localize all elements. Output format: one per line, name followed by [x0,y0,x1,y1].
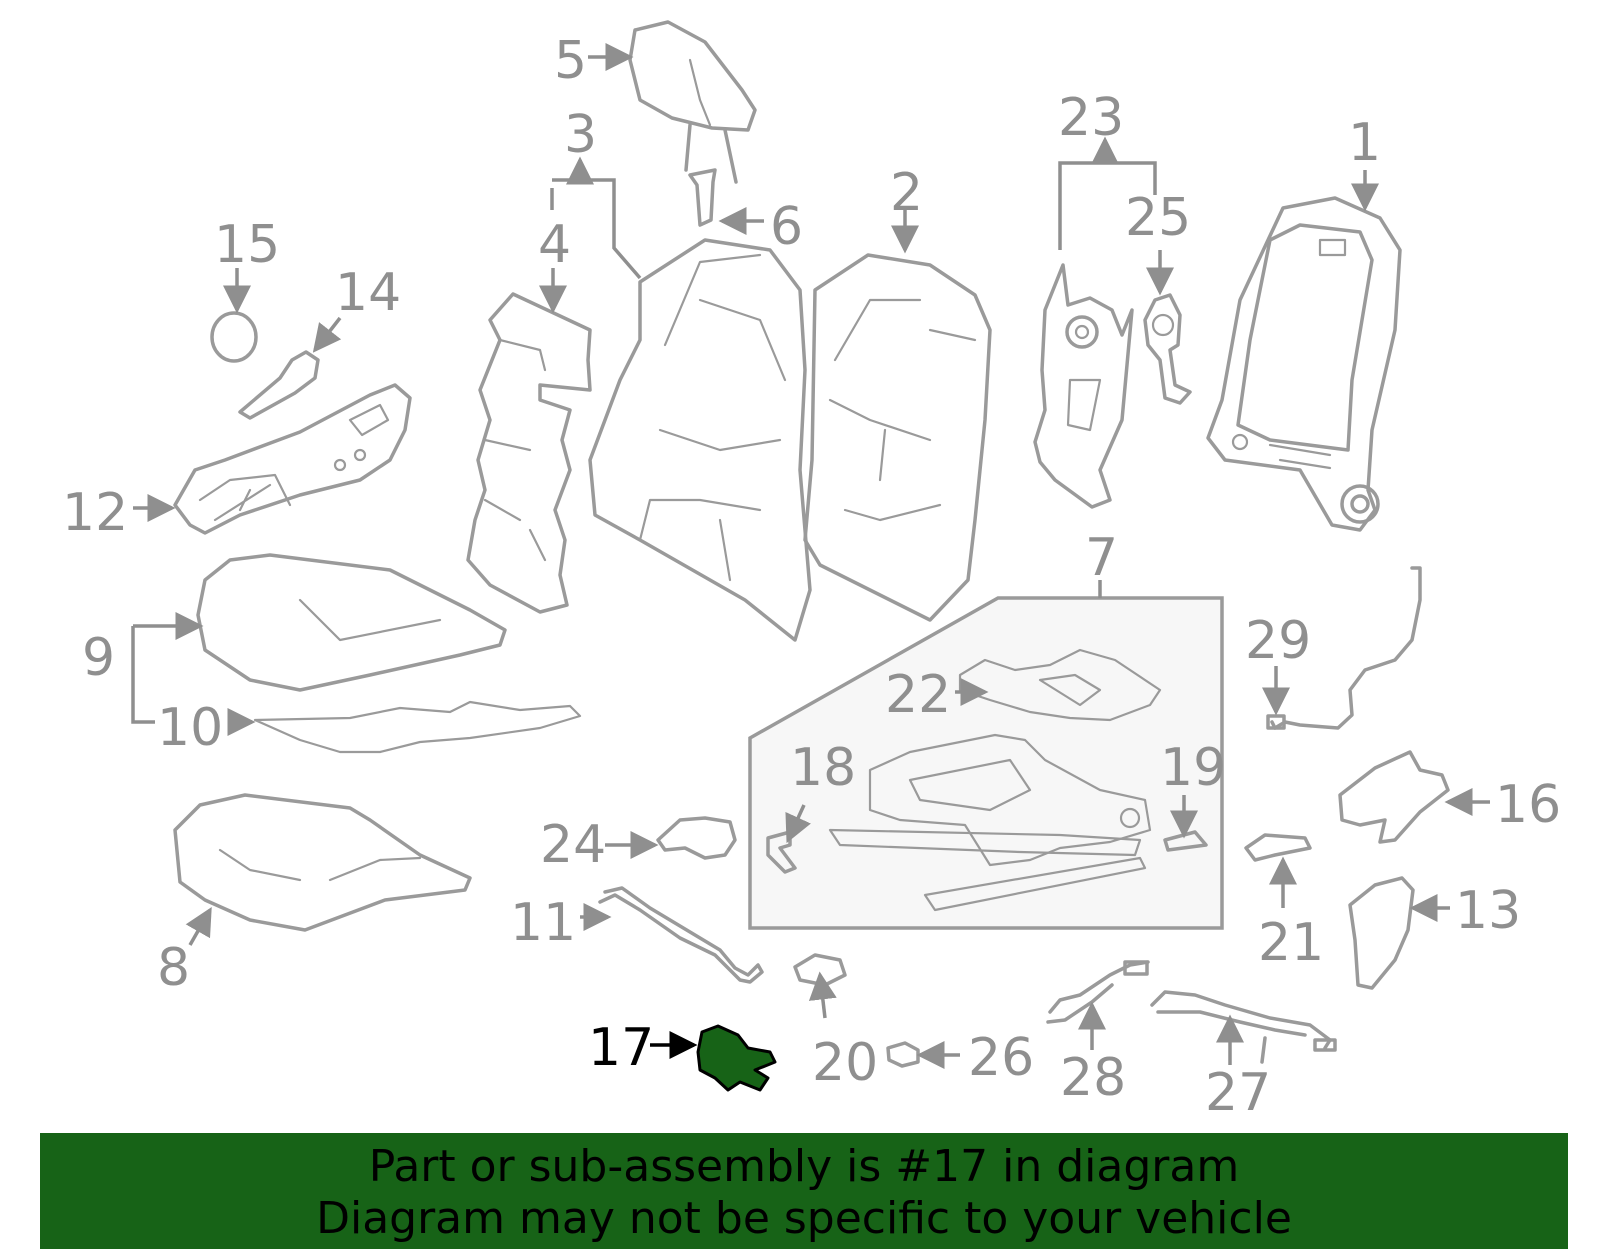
part-8-cushion-pad [173,793,472,932]
callout-16: 16 [1495,775,1561,835]
callout-28: 28 [1060,1048,1126,1108]
part-27-wire [1150,990,1332,1064]
part-4-seatback-frame-pad [466,292,592,614]
callout-1: 1 [1348,113,1381,173]
callout-20: 20 [812,1033,878,1093]
callout-18: 18 [790,738,856,798]
part-6-headrest-guide [688,168,717,227]
banner-line-1: Part or sub-assembly is #17 in diagram [368,1141,1240,1192]
part-15-cap [210,311,258,363]
leader-lines [131,43,1490,1069]
part-20-pad [793,953,847,987]
callout-19: 19 [1160,738,1226,798]
callout-23: 23 [1058,88,1124,148]
callout-29: 29 [1245,611,1311,671]
callout-13: 13 [1455,881,1521,941]
part-29-connector [1266,714,1286,730]
part-22-spring [958,648,1162,722]
part-3-seatback-cover [588,238,812,642]
part-11-wire [598,886,764,984]
part-12-side-shield [173,383,412,535]
seat-adjuster-frame [828,733,1152,912]
callout-10: 10 [157,698,223,758]
part-28-wire [1046,960,1150,1024]
callout-7: 7 [1085,528,1118,588]
callout-21: 21 [1258,913,1324,973]
callout-4: 4 [538,215,571,275]
callout-8: 8 [157,938,190,998]
part-17-highlighted [696,1024,777,1092]
part-2-seatback-pad [803,253,992,622]
callout-24: 24 [540,815,606,875]
part-16-cover [1338,750,1450,844]
info-banner: Part or sub-assembly is #17 in diagram D… [40,1133,1568,1249]
callout-17: 17 [588,1018,654,1078]
callout-15: 15 [214,215,280,275]
callout-3: 3 [564,105,597,165]
part-27-connector [1313,1038,1337,1052]
callout-9: 9 [82,628,115,688]
callout-26: 26 [968,1028,1034,1088]
callout-11: 11 [510,893,576,953]
callout-labels: 1 2 3 4 5 6 7 8 9 10 11 12 13 14 15 16 1… [62,31,1561,1123]
part-25-bracket [1143,293,1192,405]
callout-27: 27 [1205,1063,1271,1123]
callout-12: 12 [62,483,128,543]
part-21-bracket [1244,833,1312,862]
part-28-connector [1123,960,1149,976]
part-13-cover [1348,876,1415,990]
part-23-side-plate [1033,263,1134,509]
part-14-knob [238,350,320,420]
part-26-block [886,1041,920,1068]
callout-25: 25 [1125,188,1191,248]
part-1-seatback-frame [1206,196,1402,532]
part-24-bracket [656,816,737,860]
banner-line-2: Diagram may not be specific to your vehi… [316,1193,1292,1244]
callout-22: 22 [885,665,951,725]
callout-14: 14 [335,263,401,323]
callout-6: 6 [770,197,803,257]
callout-5: 5 [554,31,587,91]
part-5-headrest [628,20,757,184]
callout-2: 2 [890,163,923,223]
part-9-cushion-cover [196,553,507,692]
part-10-mat [253,700,582,754]
